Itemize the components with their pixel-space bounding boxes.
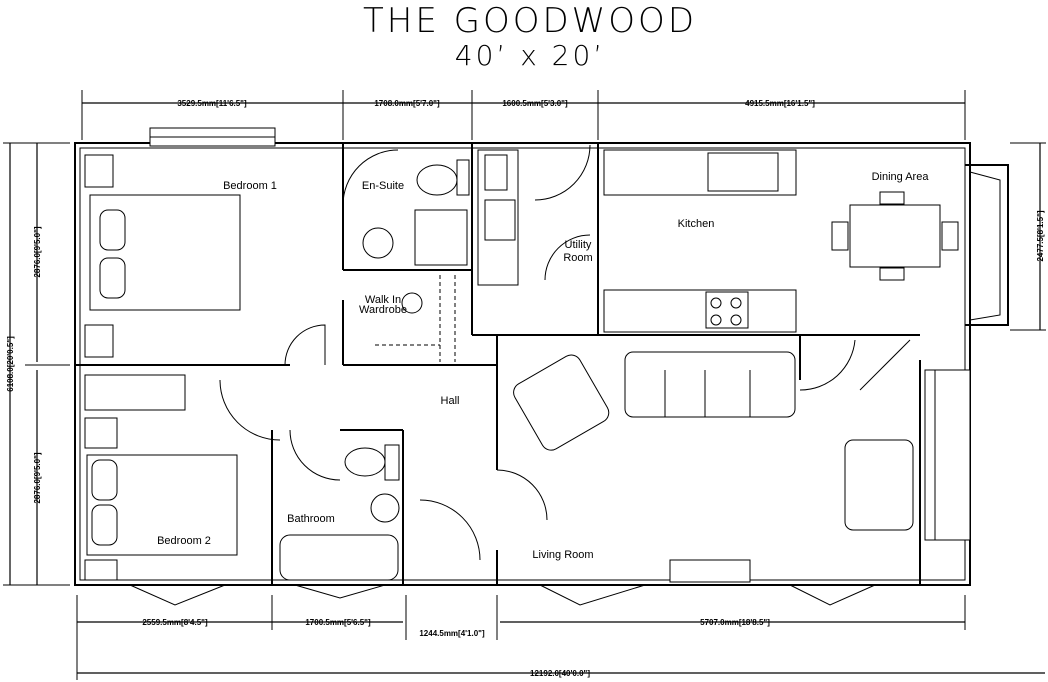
interior-walls bbox=[75, 143, 921, 585]
doors bbox=[219, 144, 911, 561]
dim-bottom-3: 1244.5mm[4'1.0"] bbox=[419, 629, 485, 638]
room-labels: Bedroom 1 En-Suite Kitchen Dining Area U… bbox=[157, 171, 929, 561]
label-hall: Hall bbox=[441, 395, 460, 407]
label-bedroom-1: Bedroom 1 bbox=[223, 180, 277, 192]
label-wardrobe: Wardrobe bbox=[359, 304, 407, 316]
label-utility: Utility bbox=[565, 239, 592, 251]
label-bedroom-2: Bedroom 2 bbox=[157, 535, 211, 547]
dim-left-lower: 2876.0[9'5.0"] bbox=[33, 452, 42, 503]
label-dining-area: Dining Area bbox=[872, 171, 930, 183]
label-en-suite: En-Suite bbox=[362, 180, 404, 192]
dining-table bbox=[831, 191, 959, 281]
dim-left-upper: 2876.0[9'5.0"] bbox=[33, 226, 42, 277]
utility-fixtures bbox=[477, 149, 519, 286]
dim-right-bay: 2477.5[8'1.5"] bbox=[1036, 210, 1045, 261]
plan-subtitle: 40’ x 20’ bbox=[455, 39, 605, 72]
dim-overall-depth: 6108.0[20'0.5"] bbox=[6, 336, 15, 392]
bed-2 bbox=[84, 374, 238, 581]
label-kitchen: Kitchen bbox=[678, 218, 715, 230]
living-furniture bbox=[513, 351, 971, 583]
kitchen-units bbox=[603, 149, 797, 333]
dim-bottom-4: 5707.0mm[18'8.5"] bbox=[700, 618, 770, 627]
dim-top-3: 1600.5mm[5'3.0"] bbox=[502, 99, 568, 108]
dimensions: 3529.5mm[11'6.5"] 1708.0mm[5'7.0"] 1600.… bbox=[3, 90, 1046, 680]
label-living-room: Living Room bbox=[532, 549, 593, 561]
ensuite-fixtures bbox=[362, 159, 470, 362]
bathroom-fixtures bbox=[279, 444, 400, 581]
plan-title: THE GOODWOOD bbox=[363, 1, 697, 41]
dim-top-1: 3529.5mm[11'6.5"] bbox=[177, 99, 247, 108]
label-room: Room bbox=[563, 252, 592, 264]
dim-top-4: 4915.5mm[16'1.5"] bbox=[745, 99, 815, 108]
label-bathroom: Bathroom bbox=[287, 513, 335, 525]
bed-1 bbox=[84, 154, 241, 358]
dim-overall-width: 12192.0[40'0.0"] bbox=[530, 669, 590, 678]
bay-windows bbox=[129, 584, 876, 606]
dim-top-2: 1708.0mm[5'7.0"] bbox=[374, 99, 440, 108]
dim-bottom-2: 1700.5mm[5'6.5"] bbox=[305, 618, 371, 627]
label-walk-in: Walk In bbox=[365, 294, 401, 306]
dim-bottom-1: 2559.5mm[8'4.5"] bbox=[142, 618, 208, 627]
